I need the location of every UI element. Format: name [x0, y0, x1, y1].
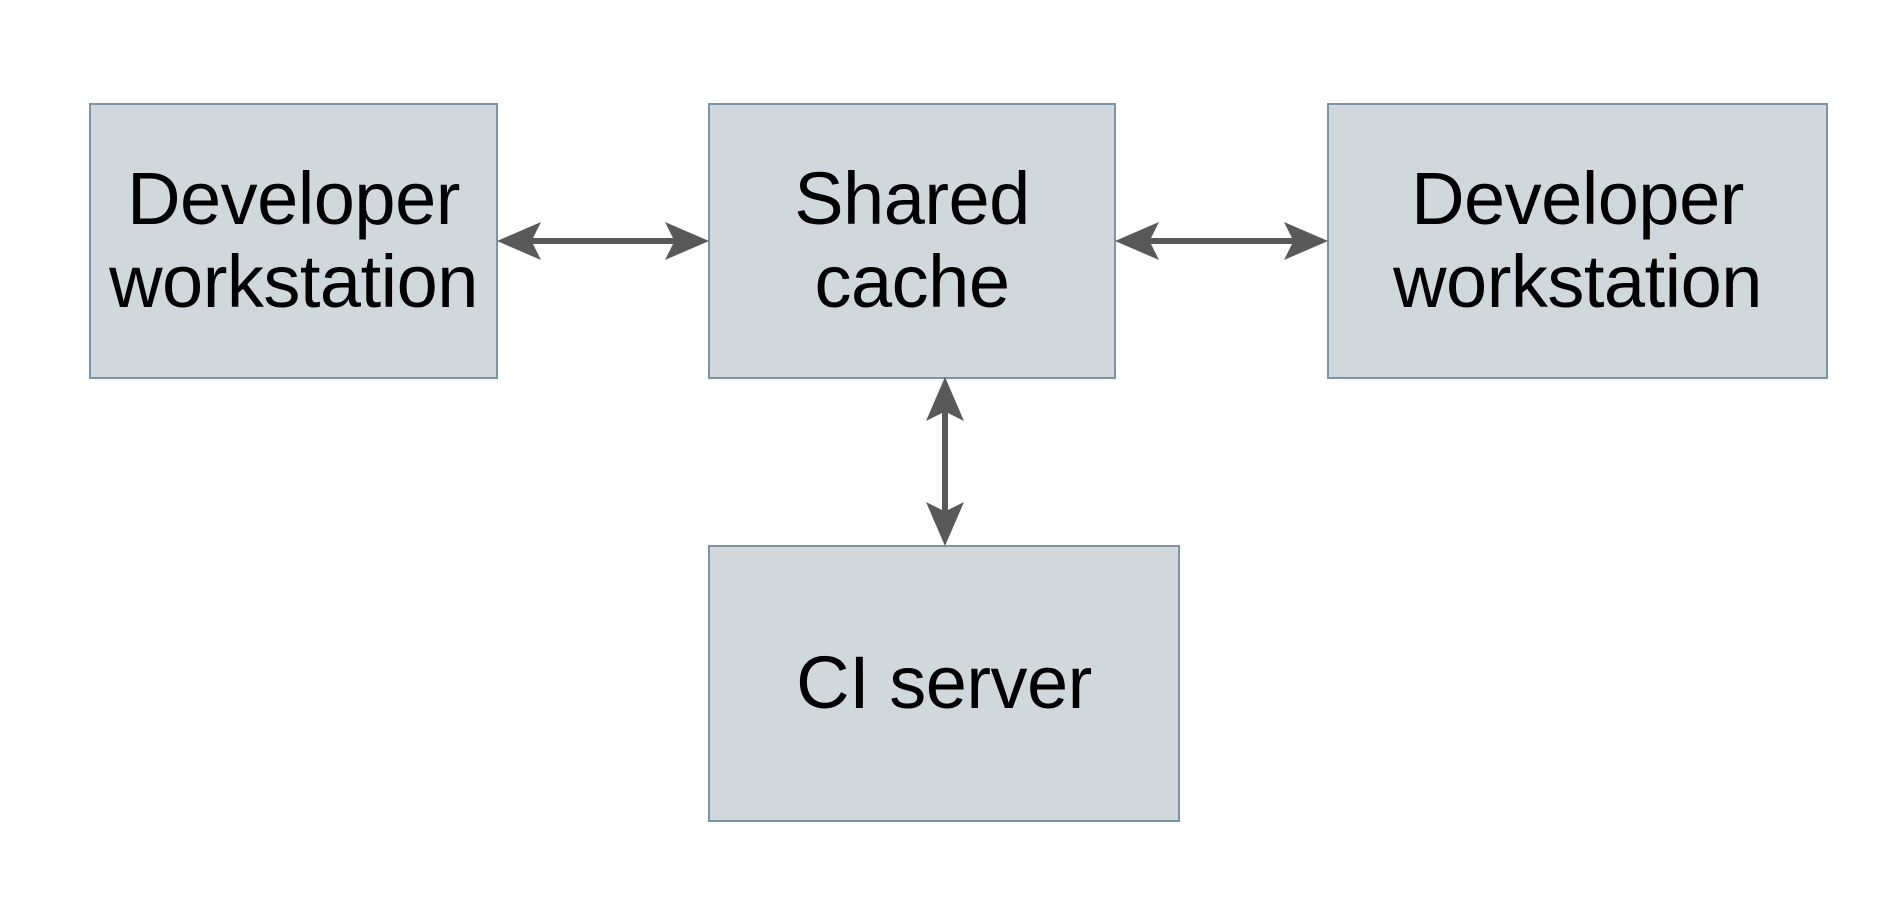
edge-shared-cache-to-developer-workstation-right: [1115, 213, 1328, 269]
node-label: Shared cache: [794, 157, 1030, 323]
node-label: Developer workstation: [109, 157, 478, 323]
double-headed-arrow-icon: [497, 222, 709, 260]
double-headed-arrow-icon: [926, 377, 964, 546]
node-developer-workstation-left[interactable]: Developer workstation: [89, 103, 498, 379]
node-ci-server[interactable]: CI server: [708, 545, 1180, 822]
edge-shared-cache-to-ci-server: [917, 377, 973, 546]
node-label: CI server: [796, 641, 1092, 725]
node-developer-workstation-right[interactable]: Developer workstation: [1327, 103, 1828, 379]
node-shared-cache[interactable]: Shared cache: [708, 103, 1116, 379]
node-label: Developer workstation: [1393, 157, 1762, 323]
edge-developer-workstation-left-to-shared-cache: [497, 213, 709, 269]
double-headed-arrow-icon: [1115, 222, 1328, 260]
